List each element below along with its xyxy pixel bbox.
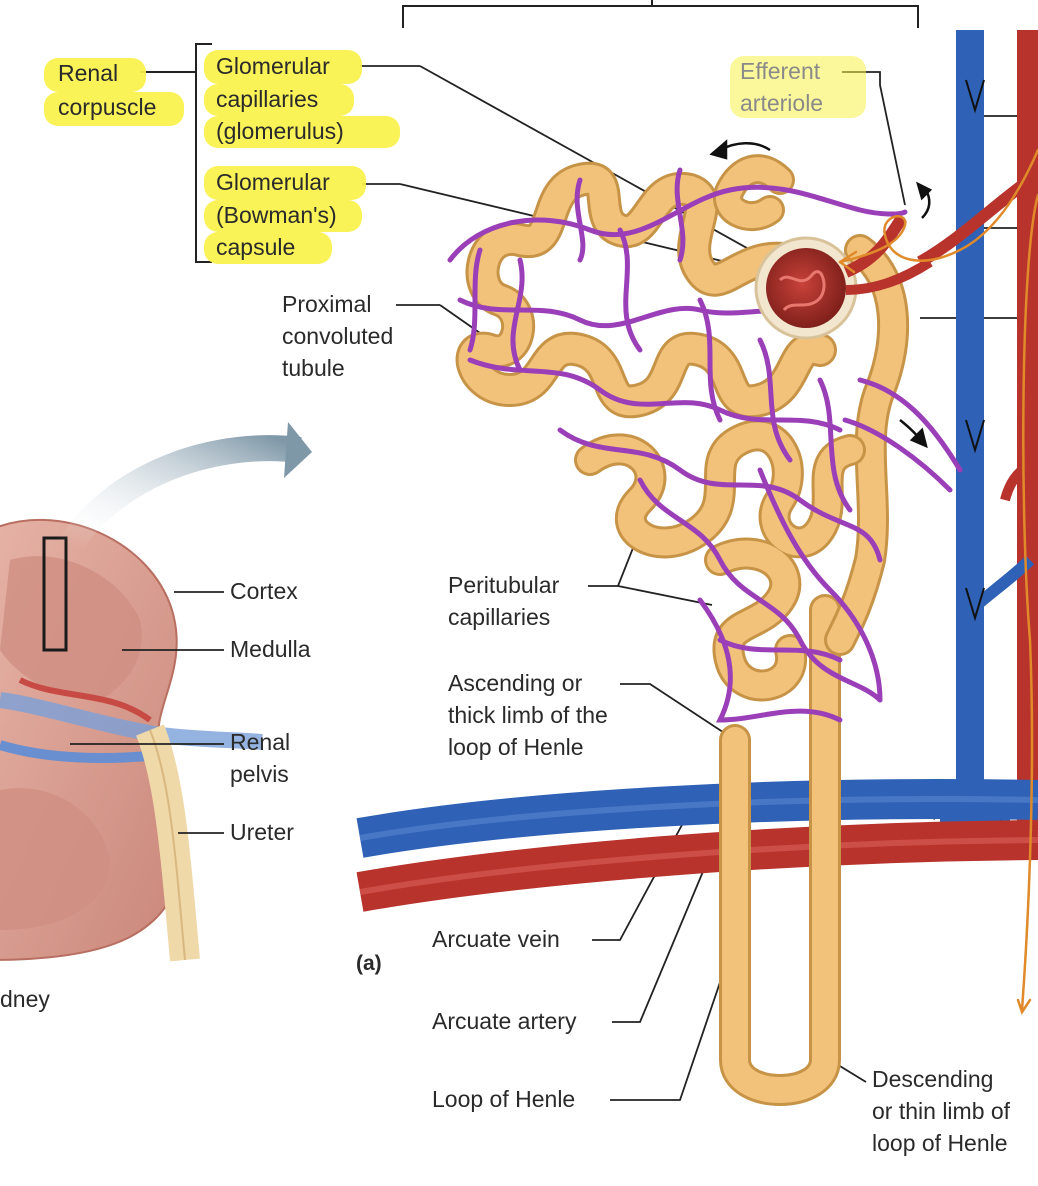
label-glomerular-capsule-2: (Bowman's) (216, 202, 337, 228)
top-bracket (402, 0, 919, 28)
label-kidney: dney (0, 986, 50, 1012)
highlight-renal (44, 58, 146, 92)
highlight-glomerular-2 (204, 166, 366, 200)
label-renal-pelvis-2: pelvis (230, 761, 289, 787)
label-glomerular-capillaries-1: Glomerular (216, 53, 330, 79)
label-loop-of-henle: Loop of Henle (432, 1086, 576, 1112)
loop-of-henle (719, 234, 910, 1106)
label-arcuate-vein: Arcuate vein (432, 926, 560, 952)
label-arteriole: arteriole (740, 90, 824, 116)
label-cortex: Cortex (230, 578, 298, 604)
label-efferent: Efferent (740, 58, 821, 84)
figure-label: (a) (356, 952, 382, 975)
label-corpuscle: corpuscle (58, 94, 157, 120)
label-ascending-2: thick limb of the (448, 702, 608, 728)
label-ureter: Ureter (230, 819, 294, 845)
kidney-section (0, 422, 312, 962)
label-ascending-1: Ascending or (448, 670, 583, 696)
label-peritubular-2: capillaries (448, 604, 551, 630)
label-proximal-1: Proximal (282, 291, 372, 317)
highlight-capillaries (204, 84, 354, 116)
label-renal: Renal (58, 60, 119, 86)
label-proximal-2: convoluted (282, 323, 394, 349)
highlight-capsule (204, 232, 332, 264)
label-descending-2: or thin limb of (872, 1098, 1011, 1124)
label-descending-1: Descending (872, 1066, 994, 1092)
arcuate-vessels (356, 779, 1038, 912)
label-glomerular-capsule-3: capsule (216, 234, 296, 260)
label-arcuate-artery: Arcuate artery (432, 1008, 577, 1034)
highlight-glomerulus (204, 116, 400, 148)
label-glomerular-capsule-1: Glomerular (216, 169, 330, 195)
label-descending-3: loop of Henle (872, 1130, 1008, 1156)
interlobular-vessels (917, 30, 1038, 836)
label-glomerular-capillaries-2: capillaries (216, 86, 319, 112)
label-ascending-3: loop of Henle (448, 734, 584, 760)
label-renal-pelvis-1: Renal (230, 729, 291, 755)
label-medulla: Medulla (230, 636, 311, 662)
handwritten-annotation (838, 148, 1038, 1015)
glomerulus (754, 214, 933, 340)
highlight-bowmans (204, 200, 362, 232)
highlight-corpuscle (44, 92, 184, 126)
peritubular-capillaries (447, 167, 963, 723)
corpuscle-bracket (140, 43, 212, 263)
label-peritubular-1: Peritubular (448, 572, 560, 598)
highlight-glomerular-1 (204, 50, 362, 84)
label-glomerular-capillaries-3: (glomerulus) (216, 118, 344, 144)
highlight-efferent (730, 56, 866, 118)
label-proximal-3: tubule (282, 355, 345, 381)
flow-arrows (709, 139, 933, 449)
